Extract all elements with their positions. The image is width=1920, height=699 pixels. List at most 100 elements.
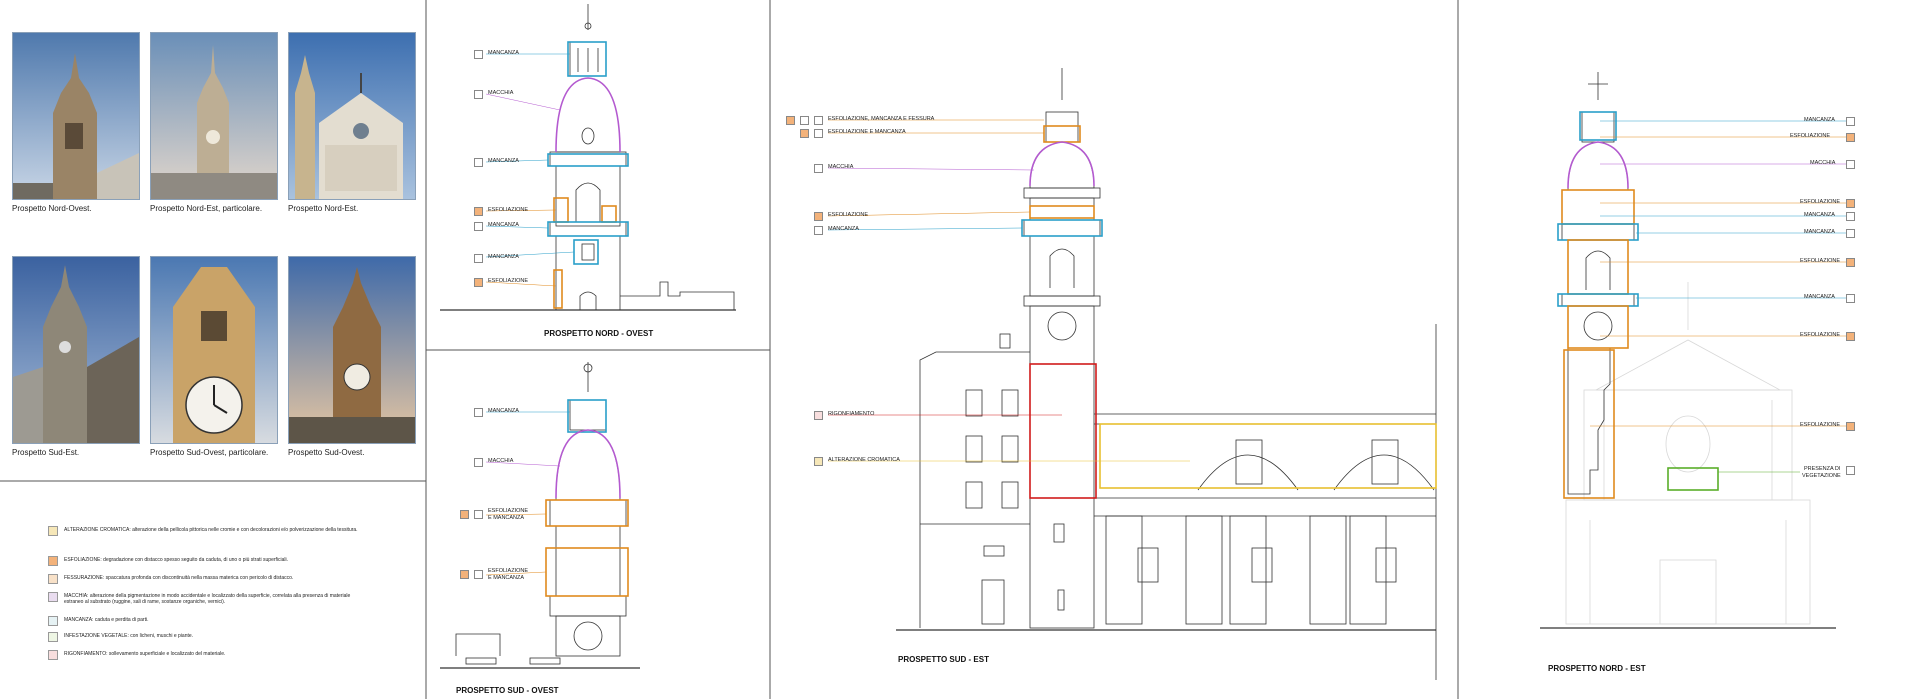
decay-label: MANCANZA xyxy=(488,222,519,228)
vegetazione-symbol xyxy=(1846,466,1855,475)
decay-label: MACCHIA xyxy=(488,458,514,464)
mancanza-symbol xyxy=(474,254,483,263)
rigonfiamento-symbol xyxy=(814,411,823,420)
decay-label: MANCANZA xyxy=(1804,294,1835,300)
photo-caption: Prospetto Sud-Est. xyxy=(12,448,80,457)
decay-label: MACCHIA xyxy=(828,164,854,170)
alterazione-symbol xyxy=(814,457,823,466)
decay-label: VEGETAZIONE xyxy=(1802,473,1841,479)
legend-swatch xyxy=(48,556,58,566)
esfoliazione-symbol xyxy=(1846,133,1855,142)
decay-label: ESFOLIAZIONE, MANCANZA E FESSURA xyxy=(828,116,935,122)
decay-label: ESFOLIAZIONE E MANCANZA xyxy=(828,129,906,135)
decay-label: ALTERAZIONE CROMATICA xyxy=(828,457,900,463)
photo-sud-est xyxy=(12,256,140,444)
mancanza-symbol xyxy=(1846,229,1855,238)
decay-label: ESFOLIAZIONE xyxy=(1800,258,1841,264)
decay-label: MANCANZA xyxy=(488,408,519,414)
legend-text: FESSURAZIONE: spaccatura profonda con di… xyxy=(64,575,294,581)
photo-sud-ovest xyxy=(288,256,416,444)
elevation-title: PROSPETTO SUD - OVEST xyxy=(456,686,559,695)
mancanza-symbol xyxy=(474,570,483,579)
legend-swatch xyxy=(48,526,58,536)
esfoliazione-symbol xyxy=(474,278,483,287)
macchia-symbol xyxy=(1846,160,1855,169)
photo-nord-est-particolare xyxy=(150,32,278,200)
photo-nord-est xyxy=(288,32,416,200)
decay-label: ESFOLIAZIONE xyxy=(488,207,529,213)
elevation-title: PROSPETTO NORD - EST xyxy=(1548,664,1646,673)
decay-label: MANCANZA xyxy=(1804,229,1835,235)
decay-label: MANCANZA xyxy=(828,226,859,232)
decay-label: ESFOLIAZIONE xyxy=(1800,332,1841,338)
decay-label: ESFOLIAZIONE xyxy=(488,278,529,284)
mancanza-symbol xyxy=(1846,294,1855,303)
mancanza-symbol xyxy=(1846,117,1855,126)
decay-label: MACCHIA xyxy=(1810,160,1836,166)
mancanza-symbol xyxy=(474,408,483,417)
decay-label: ESFOLIAZIONE xyxy=(488,508,529,514)
legend-swatch xyxy=(48,632,58,642)
esfoliazione-symbol xyxy=(1846,258,1855,267)
legend-text: ESFOLIAZIONE: degradazione con distacco … xyxy=(64,557,289,563)
legend-swatch xyxy=(48,650,58,660)
mancanza-symbol xyxy=(474,158,483,167)
photo-caption: Prospetto Sud-Ovest. xyxy=(288,448,365,457)
legend-text: INFESTAZIONE VEGETALE: con licheni, musc… xyxy=(64,633,194,639)
decay-label: RIGONFIAMENTO xyxy=(828,411,875,417)
elevation-title: PROSPETTO NORD - OVEST xyxy=(544,329,654,338)
mancanza-symbol xyxy=(474,510,483,519)
esfoliazione-symbol xyxy=(474,207,483,216)
elevation-title: PROSPETTO SUD - EST xyxy=(898,655,989,664)
photo-caption: Prospetto Nord-Est, particolare. xyxy=(150,204,263,213)
macchia-symbol xyxy=(474,458,483,467)
decay-label: MANCANZA xyxy=(488,158,519,164)
decay-label: PRESENZA DI xyxy=(1804,466,1841,472)
decay-label: MANCANZA xyxy=(488,50,519,56)
legend-text: ALTERAZIONE CROMATICA: alterazione della… xyxy=(64,527,358,533)
esfoliazione-symbol xyxy=(814,212,823,221)
photo-sud-ovest-particolare xyxy=(150,256,278,444)
decay-label: ESFOLIAZIONE xyxy=(1790,133,1831,139)
macchia-symbol xyxy=(474,90,483,99)
decay-label: MANCANZA xyxy=(1804,117,1835,123)
mancanza-symbol xyxy=(1846,212,1855,221)
esfoliazione-symbol xyxy=(1846,332,1855,341)
photo-caption: Prospetto Sud-Ovest, particolare. xyxy=(150,448,269,457)
decay-label: ESFOLIAZIONE xyxy=(1800,199,1841,205)
mancanza-symbol xyxy=(814,226,823,235)
esfoliazione-symbol xyxy=(460,510,469,519)
decay-label: MANCANZA xyxy=(1804,212,1835,218)
decay-label: ESFOLIAZIONE xyxy=(828,212,869,218)
legend-swatch xyxy=(48,592,58,602)
fessurazione-symbol xyxy=(814,116,823,125)
photo-caption: Prospetto Nord-Est. xyxy=(288,204,359,213)
decay-label: MANCANZA xyxy=(488,254,519,260)
mancanza-symbol xyxy=(474,50,483,59)
esfoliazione-symbol xyxy=(786,116,795,125)
legend-text: MACCHIA: alterazione della pigmentazione… xyxy=(64,593,351,605)
decay-label: ESFOLIAZIONE xyxy=(1800,422,1841,428)
esfoliazione-symbol xyxy=(1846,199,1855,208)
esfoliazione-symbol xyxy=(800,129,809,138)
mancanza-symbol xyxy=(814,129,823,138)
legend-swatch xyxy=(48,574,58,584)
mancanza-symbol xyxy=(800,116,809,125)
legend-text: RIGONFIAMENTO: sollevamento superficiale… xyxy=(64,651,226,657)
legend-swatch xyxy=(48,616,58,626)
legend-text: MANCANZA: caduta e perdita di parti. xyxy=(64,617,149,623)
esfoliazione-symbol xyxy=(1846,422,1855,431)
macchia-symbol xyxy=(814,164,823,173)
mancanza-symbol xyxy=(474,222,483,231)
photo-nord-ovest xyxy=(12,32,140,200)
photo-caption: Prospetto Nord-Ovest. xyxy=(12,204,92,213)
decay-label: ESFOLIAZIONE xyxy=(488,568,529,574)
decay-label: E MANCANZA xyxy=(488,515,525,521)
esfoliazione-symbol xyxy=(460,570,469,579)
